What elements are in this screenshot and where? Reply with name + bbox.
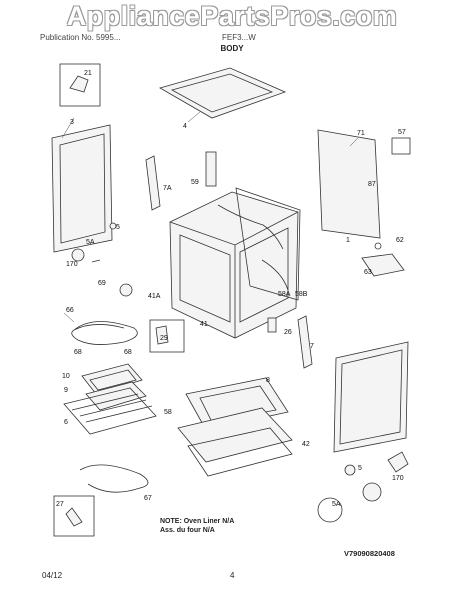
part-6-oven-rack bbox=[63, 387, 157, 435]
label-68-left: 68 bbox=[74, 349, 82, 356]
part-4-top-panel bbox=[158, 67, 287, 123]
label-41A: 41A bbox=[148, 293, 161, 300]
label-5: 5 bbox=[116, 224, 120, 231]
page-title: BODY bbox=[220, 44, 244, 53]
part-5-roller-right bbox=[317, 451, 409, 523]
part-59 bbox=[205, 151, 217, 187]
note-line-1: NOTE: Oven Liner N/A bbox=[160, 518, 235, 525]
part-71-back-panel bbox=[317, 129, 381, 239]
label-68-right: 68 bbox=[124, 349, 132, 356]
label-59: 59 bbox=[191, 179, 199, 186]
part-69-lamp bbox=[119, 283, 133, 297]
publication-number: Publication No. 5995... bbox=[40, 33, 121, 42]
model-number: FEF3...W bbox=[222, 33, 256, 42]
watermark: AppliancePartsPros.com bbox=[66, 1, 398, 31]
label-4: 4 bbox=[183, 123, 187, 130]
label-58: 58 bbox=[164, 409, 172, 416]
label-1: 1 bbox=[346, 237, 350, 244]
footer-page-number: 4 bbox=[230, 571, 235, 580]
label-5A: 5A bbox=[86, 239, 95, 246]
part-26 bbox=[267, 317, 277, 333]
label-8: 8 bbox=[266, 377, 270, 384]
part-58-drawer bbox=[177, 407, 293, 477]
part-62-terminal-block bbox=[361, 242, 405, 277]
part-5-roller-left bbox=[71, 222, 117, 263]
label-29: 29 bbox=[160, 335, 168, 342]
part-57 bbox=[391, 137, 411, 155]
label-6: 6 bbox=[64, 419, 68, 426]
part-7-hinge bbox=[297, 315, 313, 369]
label-57: 57 bbox=[398, 129, 406, 136]
part-10-broil-pan bbox=[81, 363, 147, 411]
label-27: 27 bbox=[56, 501, 64, 508]
note-line-2: Ass. du four N/A bbox=[160, 527, 215, 534]
part-58-insulation bbox=[235, 187, 301, 301]
label-42: 42 bbox=[302, 441, 310, 448]
label-10: 10 bbox=[62, 373, 70, 380]
label-9: 9 bbox=[64, 387, 68, 394]
label-71: 71 bbox=[357, 130, 365, 137]
label-26: 26 bbox=[284, 329, 292, 336]
label-87: 87 bbox=[368, 181, 376, 188]
note: NOTE: Oven Liner N/A Ass. du four N/A bbox=[160, 517, 234, 535]
label-170: 170 bbox=[66, 261, 78, 268]
label-5A-right: 5A bbox=[332, 501, 341, 508]
diagram-code: V79090820408 bbox=[344, 549, 395, 558]
label-7: 7 bbox=[310, 343, 314, 350]
part-67-broil-element bbox=[79, 464, 149, 493]
footer-date: 04/12 bbox=[42, 571, 63, 580]
part-29-box bbox=[149, 319, 185, 353]
label-41: 41 bbox=[200, 321, 208, 328]
part-66-bake-element bbox=[63, 312, 138, 345]
part-3-door bbox=[51, 117, 113, 253]
label-7A: 7A bbox=[163, 185, 172, 192]
label-3: 3 bbox=[70, 119, 74, 126]
label-62: 62 bbox=[396, 237, 404, 244]
oven-body-frame bbox=[169, 191, 299, 339]
label-21: 21 bbox=[84, 70, 92, 77]
label-63: 63 bbox=[364, 269, 372, 276]
side-panel-right bbox=[333, 341, 409, 453]
label-69: 69 bbox=[98, 280, 106, 287]
part-21-latch bbox=[59, 63, 101, 107]
label-66: 66 bbox=[66, 307, 74, 314]
label-170-right: 170 bbox=[392, 475, 404, 482]
label-5-right: 5 bbox=[358, 465, 362, 472]
label-58A: 58A bbox=[278, 291, 291, 298]
label-67: 67 bbox=[144, 495, 152, 502]
part-27-box bbox=[53, 495, 95, 537]
label-58B: 58B bbox=[295, 291, 308, 298]
part-7A-hinge bbox=[145, 155, 161, 211]
